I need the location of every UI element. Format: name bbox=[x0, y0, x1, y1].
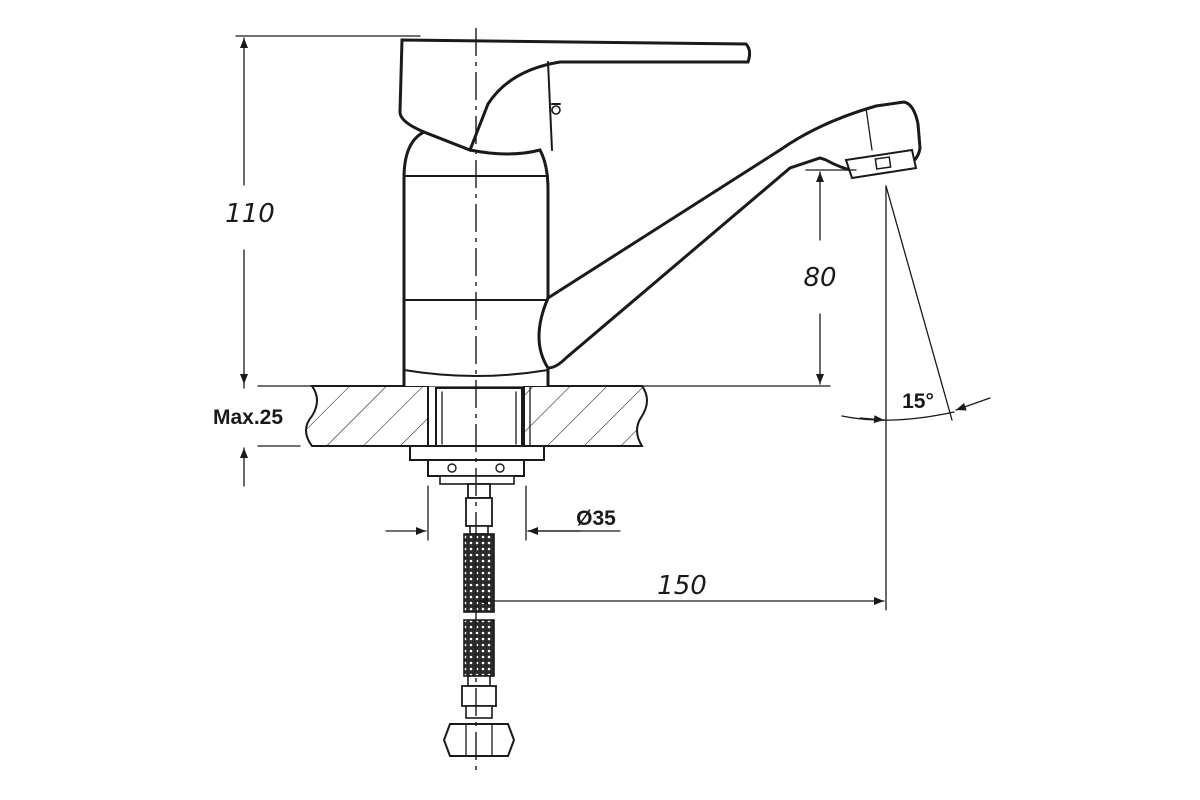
faucet-spout bbox=[537, 100, 922, 370]
dimension-label-150: 150 bbox=[657, 571, 707, 601]
mounting-washer bbox=[409, 445, 545, 461]
dimension-label-max25: Max.25 bbox=[213, 406, 283, 429]
dimension-label-d35: Ø35 bbox=[576, 507, 616, 530]
supply-hose bbox=[442, 483, 516, 757]
dimension-spout-angle: 15° bbox=[841, 185, 991, 424]
countertop-left-slab bbox=[305, 385, 429, 447]
hose-hex-nut bbox=[442, 723, 516, 757]
dimension-max-thickness: Max.25 bbox=[213, 383, 283, 487]
dimension-label-15deg: 15° bbox=[902, 390, 934, 413]
braided-hose-upper bbox=[463, 533, 495, 613]
countertop bbox=[257, 385, 831, 447]
faucet-handle bbox=[398, 38, 752, 152]
braided-hose-lower bbox=[463, 619, 495, 677]
faucet-body bbox=[398, 38, 922, 386]
dimension-spout-height: 80 bbox=[803, 169, 857, 385]
dimension-label-110: 110 bbox=[225, 199, 275, 229]
dimension-mount-diameter: Ø35 bbox=[385, 485, 621, 541]
dimension-label-80: 80 bbox=[803, 263, 836, 293]
dimension-total-height: 110 bbox=[225, 35, 421, 385]
shank-body bbox=[435, 387, 523, 447]
countertop-right-slab bbox=[523, 385, 648, 447]
dimension-spout-reach: 150 bbox=[477, 185, 887, 611]
